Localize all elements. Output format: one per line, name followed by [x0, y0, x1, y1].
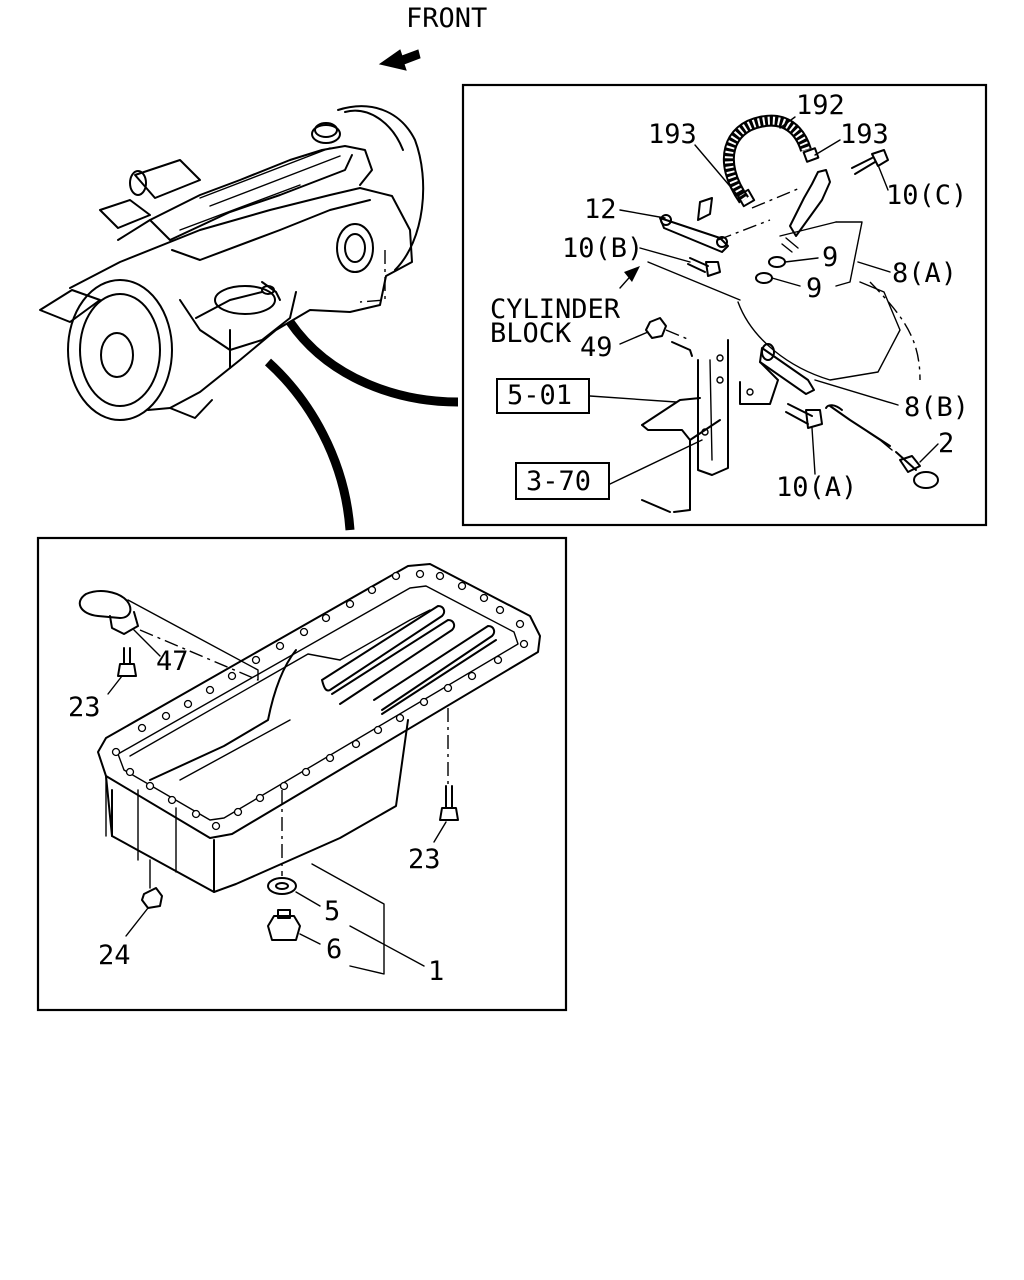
callout-guide-tube-b: 8(B): [904, 392, 969, 423]
callout-oring-lower: 9: [806, 273, 822, 304]
ref-box-upper: 5-01: [496, 378, 590, 414]
oil-pan-panel: [36, 536, 568, 1012]
detail-leader-lines: [589, 116, 939, 485]
ref-upper-label: 5-01: [507, 380, 572, 411]
callout-bolt-b: 10(B): [562, 233, 643, 264]
flange-bolt-holes: [111, 569, 529, 831]
detail-panel: [461, 83, 988, 527]
callout-bolt-23-right: 23: [408, 844, 441, 875]
callout-nut-24: 24: [98, 940, 131, 971]
cylinder-block-arrow-icon: [619, 266, 640, 289]
front-label: FRONT: [406, 3, 487, 34]
callout-bracket: 12: [584, 194, 617, 225]
callout-oring-upper: 9: [822, 242, 838, 273]
callout-washer: 5: [324, 896, 340, 927]
callout-nut: 49: [580, 332, 613, 363]
callout-bolt-a: 10(A): [776, 472, 857, 503]
leader-to-oilpan: [264, 358, 355, 531]
front-arrow-icon: [378, 49, 421, 71]
callout-clip-left: 193: [648, 119, 697, 150]
callout-guide-tube-a: 8(A): [892, 258, 957, 289]
callout-oil-pan: 1: [428, 956, 444, 987]
callout-clip-right: 193: [840, 119, 889, 150]
oilpan-labels: 47 23 23 5 6 1 24: [68, 646, 444, 987]
detail-labels: 192 193 193 10(C) 12 10(B) 9 9 8(A) CYLI…: [490, 90, 969, 503]
leader-to-detail: [286, 319, 459, 407]
front-indicator: FRONT: [378, 3, 487, 71]
callout-dipstick: 2: [938, 428, 954, 459]
ref-box-lower: 3-70: [515, 462, 610, 500]
oilpan-leader-lines: [107, 629, 447, 975]
engine-illustration: [39, 105, 425, 421]
cylinder-block-label-line2: BLOCK: [490, 318, 572, 349]
callout-drain-plug: 6: [326, 934, 342, 965]
callout-bolt-c: 10(C): [886, 180, 967, 211]
callout-bracket-47: 47: [156, 646, 189, 677]
callout-hose: 192: [796, 90, 845, 121]
callout-bolt-23-left: 23: [68, 692, 101, 723]
cylinder-block-label-line1: CYLINDER: [490, 294, 621, 325]
ref-lower-label: 3-70: [526, 466, 591, 497]
